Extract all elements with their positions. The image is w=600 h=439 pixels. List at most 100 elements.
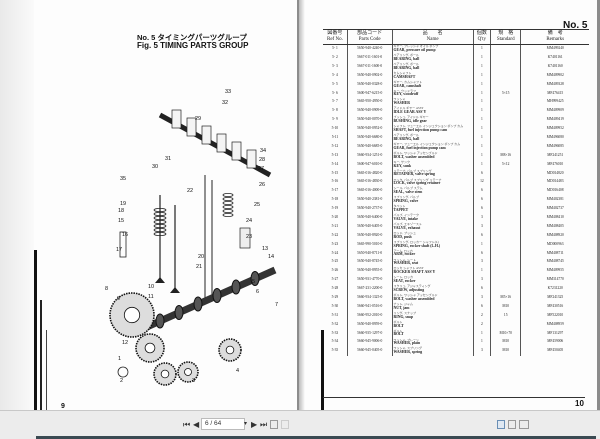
callout-number: 4 bbox=[236, 368, 239, 374]
fit-icon[interactable] bbox=[281, 420, 289, 429]
cell-std bbox=[489, 222, 521, 232]
cell-qty: 1 bbox=[472, 151, 491, 161]
cell-code: 5650-940-2381-0 bbox=[346, 195, 393, 205]
cell-rem: MM409419 bbox=[520, 115, 589, 125]
table-bottom-rule bbox=[323, 397, 585, 398]
dropdown-icon[interactable]: ▾ bbox=[244, 421, 248, 427]
cell-code: 5660-934-1325-0 bbox=[346, 293, 393, 303]
cell-ref: 5- 7 bbox=[332, 99, 338, 104]
cell-ref: 5-15 bbox=[331, 170, 339, 175]
two-page-icon[interactable] bbox=[519, 420, 529, 429]
cell-qty: 1 bbox=[472, 53, 491, 63]
valve-spring bbox=[153, 231, 167, 236]
cell-std bbox=[489, 97, 521, 107]
callout-number: 24 bbox=[246, 218, 252, 224]
rocker-arm bbox=[171, 109, 182, 129]
name-en: ROD, push bbox=[393, 234, 412, 239]
cell-code: 5650-940-0328-0 bbox=[346, 80, 393, 89]
name-jp: ギヤー, フューエル インジェクション ポンプ カム bbox=[393, 141, 461, 146]
cell-code: 5600-947-6010-0 bbox=[346, 160, 393, 169]
valve-spring bbox=[153, 207, 167, 212]
column-header-jp: 部品コード bbox=[357, 31, 383, 36]
cell-qty: 6 bbox=[472, 204, 491, 214]
name-en: SEAT, rocker bbox=[393, 279, 416, 284]
cell-ref: 5-18 bbox=[331, 197, 339, 202]
next-page-icon[interactable]: ▶ bbox=[251, 420, 258, 429]
cell-rem: MD014820 bbox=[520, 168, 589, 178]
cell-code: 5660-952-2010-0 bbox=[346, 311, 393, 321]
cell-qty: 1 bbox=[472, 240, 491, 249]
name-en: SPRING, valve bbox=[393, 199, 419, 204]
cell-code: 5665-016-4820-0 bbox=[346, 168, 393, 178]
name-en: BOLT bbox=[393, 323, 404, 328]
cell-rem: MM408410 bbox=[520, 213, 589, 223]
tappet bbox=[239, 227, 251, 249]
valve-spring bbox=[153, 227, 167, 232]
cell-qty: 1 bbox=[472, 133, 491, 143]
cell-qty: 1 bbox=[472, 124, 491, 134]
cell-rem: MM408959 bbox=[520, 320, 589, 329]
cell-rem: MF476010 bbox=[520, 160, 589, 169]
cell-rem: MM408711 bbox=[520, 248, 589, 258]
rocker-arm bbox=[186, 117, 197, 137]
name-en: BEARING, ball bbox=[393, 65, 420, 70]
name-jp: ギヤー, カムシャフト bbox=[393, 79, 423, 84]
first-page-icon[interactable]: ⏮ bbox=[183, 420, 191, 429]
name-jp: ボルト, ワッシャ アッセンブルド bbox=[393, 293, 438, 298]
copy-icon[interactable] bbox=[270, 420, 278, 429]
callout-number: 2 bbox=[120, 378, 123, 384]
cell-ref: 5-25 bbox=[331, 259, 339, 264]
cell-ref: 5- 8 bbox=[332, 108, 338, 113]
bookmark-icon[interactable] bbox=[508, 420, 516, 429]
name-en: CAMSHAFT bbox=[393, 74, 416, 79]
name-jp: リテーナ, バルブ スプリング bbox=[393, 168, 432, 173]
cell-code: 5660-941-0516-0 bbox=[346, 302, 393, 312]
cell-qty: 3 bbox=[472, 213, 491, 223]
cell-ref: 5-14 bbox=[331, 161, 339, 166]
name-en: VALVE, exhaust bbox=[393, 225, 421, 230]
cell-ref: 5-35 bbox=[331, 348, 339, 353]
cell-rem: MF430516 bbox=[520, 302, 589, 312]
column-header-jp: 品 名 bbox=[422, 31, 443, 36]
name-en: NUT, jam bbox=[393, 305, 410, 310]
name-jp: アイドル ギヤー ASSY bbox=[393, 106, 424, 111]
cell-ref: 5-27 bbox=[331, 277, 339, 282]
exploded-parts-diagram: 3332293428272631302524232235191815161720… bbox=[105, 89, 278, 386]
name-en: BOLT bbox=[393, 332, 404, 337]
last-page-icon[interactable]: ⏭ bbox=[260, 420, 268, 429]
name-jp: ベアリング, ボール bbox=[393, 61, 420, 66]
cell-ref: 5- 6 bbox=[332, 90, 338, 95]
name-en: GEAR, pressure oil pump bbox=[393, 48, 436, 53]
cell-qty: 1 bbox=[472, 44, 491, 54]
cell-ref: 5-34 bbox=[331, 339, 339, 344]
prev-page-icon[interactable]: ◀ bbox=[193, 420, 200, 429]
callout-number: 17 bbox=[116, 247, 122, 253]
name-jp: リング, スナップ bbox=[393, 310, 417, 315]
callout-number: 28 bbox=[259, 157, 265, 163]
valve-spring bbox=[222, 204, 234, 209]
cell-std bbox=[489, 186, 521, 196]
name-jp: キー, サンク bbox=[393, 159, 411, 164]
cell-std bbox=[489, 204, 521, 214]
name-en: GEAR, camshaft bbox=[393, 83, 422, 88]
name-en: WASHER bbox=[393, 101, 410, 106]
cell-ref: 5-23 bbox=[331, 241, 339, 246]
page-number-input[interactable]: 6 / 64 bbox=[201, 418, 245, 430]
single-page-icon[interactable] bbox=[497, 420, 505, 429]
cell-std: M10 bbox=[489, 337, 521, 347]
